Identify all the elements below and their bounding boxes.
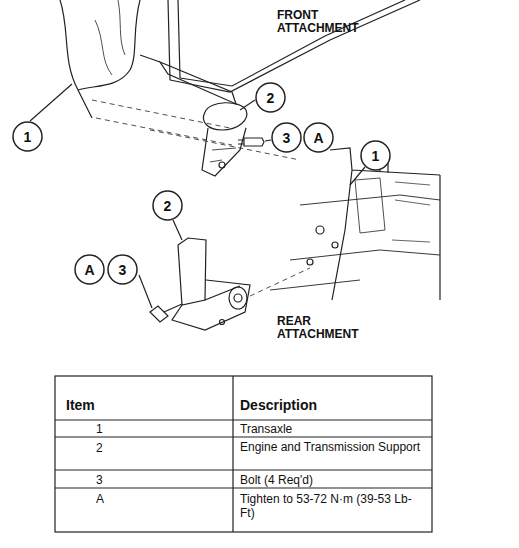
illustration-stroke: [210, 148, 236, 162]
circle-outline: [272, 123, 301, 152]
table-cell: Engine and Transmission Support: [240, 440, 425, 454]
callout-number: 3: [107, 254, 138, 285]
callout-circle: A: [303, 122, 334, 153]
table-cell: 3: [96, 473, 136, 487]
leader-line: [139, 275, 152, 308]
illustration-stroke: [140, 55, 160, 62]
leader-line: [173, 220, 182, 240]
rear-post: [178, 238, 206, 305]
circle-outline: [13, 122, 42, 151]
callout-circle: 2: [152, 190, 183, 221]
circle-outline: [256, 83, 285, 112]
illustration-stroke: [219, 162, 225, 168]
mount-bracket: [202, 128, 246, 176]
callout-number: 1: [12, 121, 43, 152]
callout-circle: 3: [107, 254, 138, 285]
illustration-stroke: [392, 182, 430, 242]
leader-line: [240, 100, 255, 110]
frame-bracket: [160, 62, 236, 104]
illustration-stroke: [355, 178, 385, 233]
callout-number: 2: [255, 82, 286, 113]
illustration-stroke: [220, 320, 225, 325]
bolt: [244, 138, 264, 146]
callout-circle: 3: [271, 122, 302, 153]
callout-number: 2: [152, 190, 183, 221]
table-cell: A: [96, 492, 136, 506]
leader-line: [30, 84, 72, 121]
illustration-stroke: [205, 286, 240, 300]
transaxle-outline: [60, 0, 140, 118]
callout-number: 3: [271, 122, 302, 153]
view-caption: REAR ATTACHMENT: [277, 315, 372, 341]
table-cell: 1: [96, 422, 136, 436]
view-caption: FRONT ATTACHMENT: [277, 9, 372, 35]
illustration-stroke: [270, 195, 440, 290]
illustration-stroke: [316, 226, 324, 234]
callout-number: A: [74, 254, 105, 285]
table-border: [55, 376, 432, 532]
table-header: Item: [66, 398, 216, 412]
leader-line: [265, 140, 271, 141]
callout-circle: A: [74, 254, 105, 285]
illustration-stroke: [118, 0, 125, 55]
bolt: [150, 304, 182, 322]
illustration-stroke: [332, 242, 338, 248]
circle-outline: [108, 255, 137, 284]
table-cell: 2: [96, 441, 136, 455]
circle-outline: [361, 141, 390, 170]
table-cell: Tighten to 53-72 N·m (39-53 Lb-Ft): [240, 492, 425, 520]
transaxle-case: [330, 148, 440, 300]
callout-number: A: [303, 122, 334, 153]
illustration-stroke: [238, 140, 244, 144]
table-header: Description: [240, 398, 425, 412]
illustration-stroke: [234, 294, 242, 302]
callout-number: 1: [360, 140, 391, 171]
illustration-stroke: [250, 268, 310, 296]
table-cell: Bolt (4 Req'd): [240, 473, 425, 487]
table-rule: [55, 376, 432, 532]
callout-circle: 1: [12, 121, 43, 152]
circle-outline: [153, 191, 182, 220]
frame-rail: [170, 0, 420, 92]
leader-line: [350, 167, 365, 185]
mount-insulator: [204, 103, 247, 130]
circle-outline: [75, 255, 104, 284]
rear-bracket: [172, 280, 250, 330]
table-cell: Transaxle: [240, 422, 425, 436]
callout-circle: 1: [360, 140, 391, 171]
illustration-stroke: [307, 259, 313, 265]
circle-outline: [304, 123, 333, 152]
illustration-stroke: [95, 20, 112, 75]
callout-circle: 2: [255, 82, 286, 113]
illustration-stroke: [229, 287, 247, 309]
